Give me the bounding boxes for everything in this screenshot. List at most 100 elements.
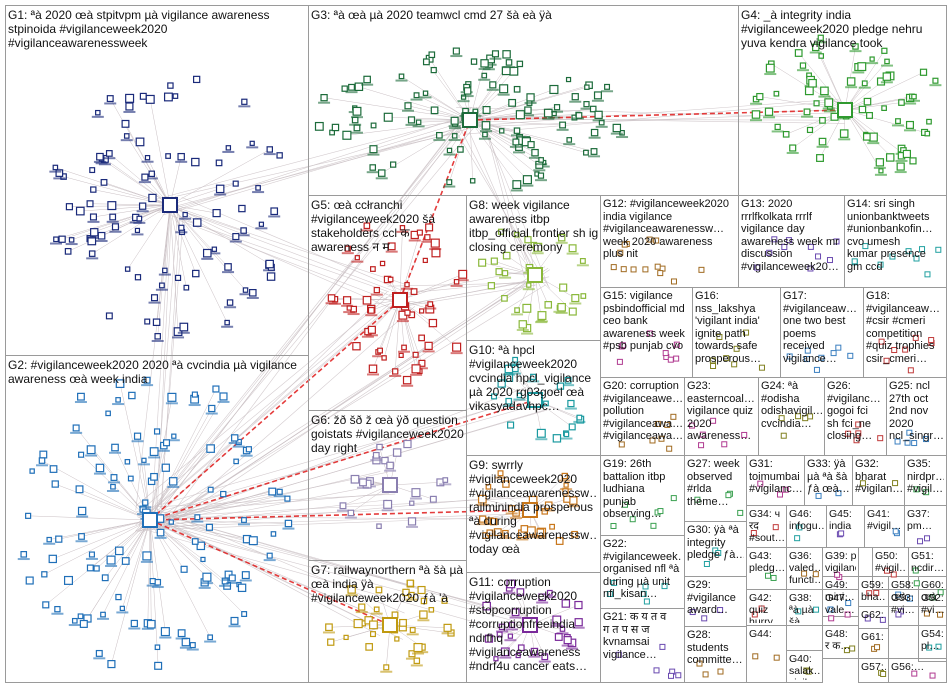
node[interactable] [517,589,523,595]
node[interactable] [366,644,372,650]
hub-node-g1[interactable] [163,198,177,212]
node[interactable] [416,120,420,124]
node[interactable] [814,367,819,372]
node[interactable] [880,617,885,622]
node[interactable] [246,447,251,452]
node[interactable] [47,537,51,541]
node[interactable] [377,444,382,449]
node[interactable] [353,343,360,350]
node[interactable] [907,430,912,435]
node[interactable] [155,334,160,339]
node[interactable] [703,672,708,677]
node[interactable] [512,609,519,616]
node[interactable] [913,335,918,340]
node[interactable] [195,515,200,520]
node[interactable] [394,449,401,456]
node[interactable] [519,645,524,650]
node[interactable] [249,537,257,545]
node[interactable] [409,592,414,597]
node[interactable] [658,271,663,276]
node[interactable] [907,122,914,129]
node[interactable] [773,525,778,530]
node[interactable] [848,353,853,358]
node[interactable] [879,169,883,173]
node[interactable] [437,133,442,138]
node[interactable] [179,225,184,230]
node[interactable] [112,224,118,230]
node[interactable] [936,247,941,252]
node[interactable] [184,285,189,290]
node[interactable] [525,107,531,113]
node[interactable] [170,478,177,485]
node[interactable] [674,356,679,361]
node[interactable] [459,270,467,278]
node[interactable] [519,321,526,328]
node[interactable] [774,91,779,96]
node[interactable] [182,638,189,645]
node[interactable] [891,572,896,577]
node[interactable] [354,125,360,131]
node[interactable] [168,83,173,88]
node[interactable] [622,502,627,507]
node[interactable] [527,94,534,101]
node[interactable] [377,524,381,528]
node[interactable] [903,150,910,157]
node[interactable] [774,655,779,660]
node[interactable] [654,238,659,243]
node[interactable] [21,552,26,557]
node[interactable] [368,308,374,314]
node[interactable] [376,587,382,593]
node[interactable] [738,510,743,515]
node[interactable] [101,180,107,186]
node[interactable] [655,421,660,426]
node[interactable] [671,414,676,419]
node[interactable] [241,228,246,233]
node[interactable] [458,147,463,152]
node[interactable] [844,648,849,653]
node[interactable] [494,529,501,536]
node[interactable] [392,612,398,618]
node[interactable] [503,252,509,258]
node[interactable] [534,243,542,251]
node[interactable] [553,616,561,624]
node[interactable] [393,369,398,374]
node[interactable] [751,531,756,536]
node[interactable] [146,95,154,103]
node[interactable] [50,466,57,473]
node[interactable] [163,268,167,272]
node[interactable] [135,275,140,280]
node[interactable] [410,628,415,633]
node[interactable] [781,433,786,438]
node[interactable] [668,673,673,678]
node[interactable] [209,405,215,411]
node[interactable] [575,619,582,626]
node[interactable] [204,249,211,256]
node[interactable] [250,290,256,296]
node[interactable] [442,598,447,603]
node[interactable] [106,313,112,319]
node[interactable] [819,138,825,144]
node[interactable] [862,81,867,86]
node[interactable] [547,590,552,595]
node[interactable] [795,50,802,57]
node[interactable] [242,572,249,579]
node[interactable] [112,444,118,450]
node[interactable] [345,246,350,251]
node[interactable] [930,673,935,678]
node[interactable] [370,165,375,170]
node[interactable] [143,500,148,505]
node[interactable] [531,648,537,654]
node[interactable] [697,661,702,666]
node[interactable] [569,424,575,430]
node[interactable] [816,254,821,259]
node[interactable] [647,237,652,242]
node[interactable] [870,57,874,61]
node[interactable] [786,238,791,243]
node[interactable] [464,88,470,94]
node[interactable] [194,76,200,82]
node[interactable] [347,306,351,310]
node[interactable] [429,608,433,612]
node[interactable] [550,86,558,94]
node[interactable] [595,111,602,118]
node[interactable] [59,236,65,242]
